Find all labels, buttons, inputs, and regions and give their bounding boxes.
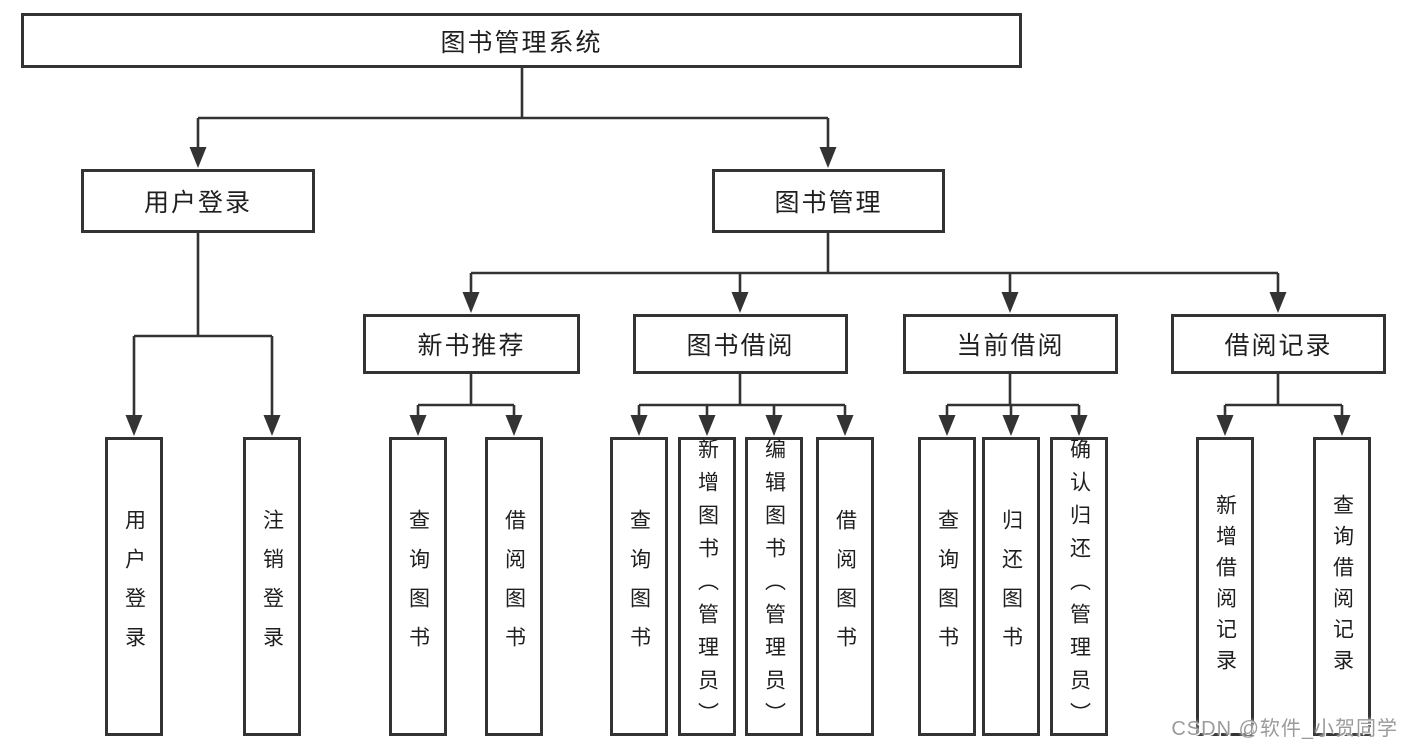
leaf-recommend-borrow-books-label: 借阅图书: [502, 508, 526, 665]
leaf-user-login-label: 用户登录: [122, 508, 146, 665]
leaf-borrow-books-label: 借阅图书: [833, 508, 857, 665]
leaf-borrow-query-books-label: 查询图书: [627, 508, 651, 665]
leaf-confirm-return-admin-label: 确认归还（管理员）: [1067, 438, 1091, 735]
leaf-query-borrow-record: 查询借阅记录: [1313, 437, 1371, 736]
leaf-borrow-books: 借阅图书: [816, 437, 874, 736]
node-borrow-records: 借阅记录: [1171, 314, 1386, 374]
leaf-current-query-books-label: 查询图书: [935, 508, 959, 665]
leaf-add-books-admin-label: 新增图书（管理员）: [695, 438, 719, 735]
leaf-recommend-borrow-books: 借阅图书: [485, 437, 543, 736]
leaf-confirm-return-admin: 确认归还（管理员）: [1050, 437, 1108, 736]
node-user-login-label: 用户登录: [143, 189, 252, 217]
node-book-management-label: 图书管理: [774, 189, 883, 217]
node-book-management: 图书管理: [712, 169, 945, 233]
node-borrow-records-label: 借阅记录: [1224, 332, 1333, 360]
leaf-edit-books-admin: 编辑图书（管理员）: [745, 437, 803, 736]
node-book-borrow: 图书借阅: [633, 314, 848, 374]
node-new-book-recommend-label: 新书推荐: [417, 332, 526, 360]
node-user-login: 用户登录: [81, 169, 315, 233]
node-root: 图书管理系统: [21, 13, 1022, 68]
leaf-logout-label: 注销登录: [260, 508, 284, 665]
leaf-query-borrow-record-label: 查询借阅记录: [1330, 493, 1354, 680]
leaf-user-login: 用户登录: [105, 437, 163, 736]
leaf-recommend-query-books-label: 查询图书: [406, 508, 430, 665]
leaf-add-books-admin: 新增图书（管理员）: [678, 437, 736, 736]
node-current-borrow-label: 当前借阅: [956, 332, 1065, 360]
leaf-recommend-query-books: 查询图书: [389, 437, 447, 736]
leaf-borrow-query-books: 查询图书: [610, 437, 668, 736]
leaf-current-query-books: 查询图书: [918, 437, 976, 736]
leaf-logout: 注销登录: [243, 437, 301, 736]
node-current-borrow: 当前借阅: [903, 314, 1118, 374]
leaf-add-borrow-record: 新增借阅记录: [1196, 437, 1254, 736]
leaf-add-borrow-record-label: 新增借阅记录: [1213, 493, 1237, 680]
leaf-edit-books-admin-label: 编辑图书（管理员）: [762, 438, 786, 735]
leaf-return-books-label: 归还图书: [999, 508, 1023, 665]
node-book-borrow-label: 图书借阅: [686, 332, 795, 360]
node-root-label: 图书管理系统: [440, 28, 603, 57]
watermark: CSDN @软件_小贺同学: [1171, 718, 1398, 740]
leaf-return-books: 归还图书: [982, 437, 1040, 736]
node-new-book-recommend: 新书推荐: [363, 314, 580, 374]
